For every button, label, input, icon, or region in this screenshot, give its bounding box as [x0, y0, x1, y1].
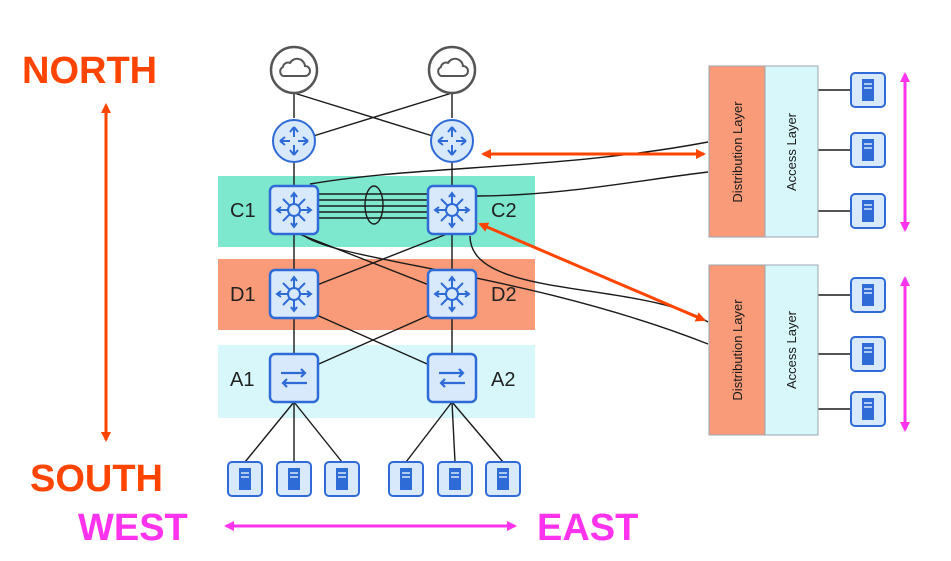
server-icon [388, 461, 424, 497]
access-a2-label: A2 [491, 369, 515, 391]
south-label: SOUTH [30, 458, 163, 500]
east-label: EAST [537, 507, 638, 549]
server-icon [850, 277, 886, 313]
core-c1-label: C1 [230, 200, 256, 222]
server-icon [276, 461, 312, 497]
distribution-switch-d1-icon [268, 268, 320, 320]
core-switch-c1-icon [268, 184, 320, 236]
top-distribution-layer-box [708, 65, 766, 238]
router-icon [430, 119, 474, 163]
access-a1-label: A1 [230, 369, 254, 391]
access-switch-a2-icon [426, 352, 478, 404]
core-c2-label: C2 [491, 200, 517, 222]
bottom-access-layer-label: Access Layer [784, 310, 799, 389]
west-label: WEST [78, 507, 188, 549]
c2-to-bottom-block-arrow [478, 222, 706, 322]
distribution-band [218, 259, 535, 330]
cloud-icon [427, 45, 477, 95]
distribution-switch-d2-icon [426, 268, 478, 320]
server-icon [850, 72, 886, 108]
distribution-d2-label: D2 [491, 284, 517, 306]
server-icon [437, 461, 473, 497]
top-distribution-layer-label: Distribution Layer [730, 101, 745, 203]
server-icon [485, 461, 521, 497]
port-channel-bundle [364, 185, 384, 225]
router-icon [272, 119, 316, 163]
bottom-distribution-layer-label: Distribution Layer [730, 299, 745, 401]
bottom-distribution-layer-box [708, 264, 766, 436]
server-icon [850, 391, 886, 427]
north-label: NORTH [22, 50, 157, 92]
cloud-icon [269, 45, 319, 95]
top-access-layer-label: Access Layer [784, 112, 799, 191]
server-icon [227, 461, 263, 497]
server-icon [850, 336, 886, 372]
core-switch-c2-icon [426, 184, 478, 236]
distribution-d1-label: D1 [230, 284, 256, 306]
bottom-access-layer-box [764, 264, 819, 436]
server-icon [324, 461, 360, 497]
top-access-layer-box [764, 65, 819, 238]
access-switch-a1-icon [268, 352, 320, 404]
server-icon [850, 193, 886, 229]
access-band [218, 345, 535, 418]
server-icon [850, 132, 886, 168]
